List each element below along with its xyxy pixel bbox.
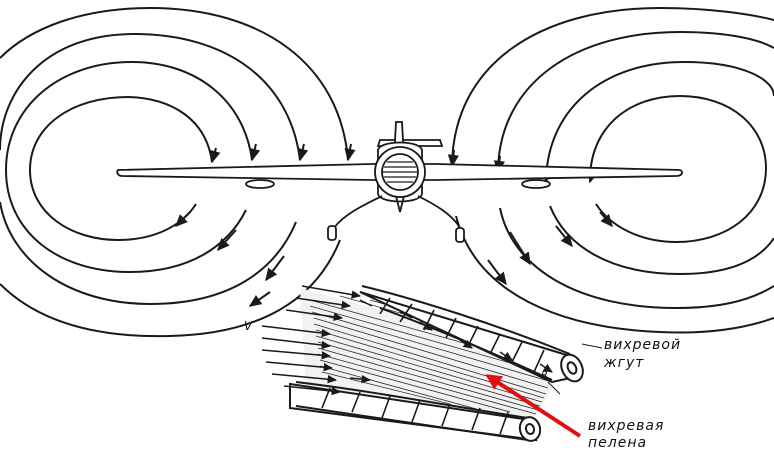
left-vortex-ring-4	[0, 6, 349, 161]
left-vortex-ring-4b	[0, 239, 341, 338]
vortex-sheet-label-line2: пелена	[588, 435, 648, 451]
label-leaders	[547, 343, 603, 395]
right-vortex-ring-3b	[499, 207, 774, 310]
incoming-flow-arrows	[261, 285, 553, 396]
red-pointer-arrow-icon	[485, 374, 582, 438]
engine-cylinders	[383, 161, 417, 183]
right-wheel-fairing	[521, 179, 551, 189]
right-vortex-ring-3	[497, 30, 774, 171]
vortex-sheet-icon	[261, 285, 603, 442]
left-wheel	[327, 225, 337, 241]
right-wheel	[455, 227, 465, 243]
left-vortex-ring-1	[28, 95, 213, 242]
right-vortex-ring-1	[589, 94, 768, 244]
right-wingtip-vortex	[447, 6, 774, 334]
airplane-icon	[116, 121, 683, 243]
tail-wheel-strut	[395, 195, 405, 213]
right-vortex-ring-4	[451, 6, 774, 169]
right-landing-strut	[417, 195, 461, 229]
vortex-rope-label-line2: жгут	[604, 355, 645, 371]
left-vortex-ring-3	[0, 32, 301, 161]
right-vortex-ring-2	[545, 60, 774, 181]
left-wingtip-vortex	[0, 6, 356, 338]
right-vortex-ring-4b	[455, 215, 774, 334]
horizontal-stabilizer	[376, 139, 444, 147]
left-vortex-ring-2	[4, 60, 253, 274]
left-landing-strut	[333, 195, 383, 229]
left-wheel-fairing	[245, 179, 275, 189]
right-vortex-ring-2b	[549, 205, 774, 276]
engine-cowling	[381, 153, 419, 191]
lower-vortex-rope	[289, 381, 542, 442]
vortex-rope-label-line1: вихревой	[604, 337, 682, 353]
left-vortex-ring-3b	[0, 201, 297, 306]
radius-label: R	[541, 370, 548, 381]
velocity-label: V	[244, 319, 253, 333]
vortex-sheet-label-line1: вихревая	[588, 418, 665, 434]
